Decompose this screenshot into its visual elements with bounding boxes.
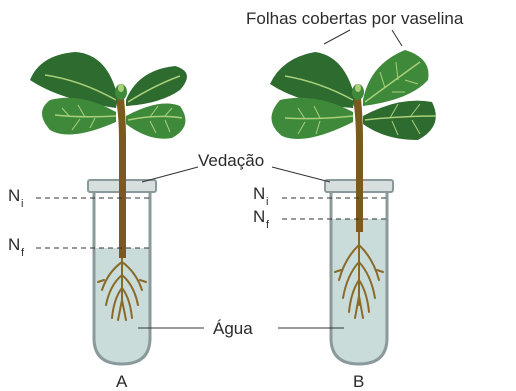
- tube-b-nf-sub: f: [266, 219, 270, 231]
- tube-a-ni-letter: N: [8, 186, 20, 205]
- tube-a-nf-sub: f: [21, 247, 25, 259]
- tube-a-ni-sub: i: [21, 198, 23, 210]
- leaves-pointer-left: [324, 30, 350, 44]
- leaves-coated-label: Folhas cobertas por vaselina: [246, 9, 464, 28]
- leaves-pointer-right: [392, 30, 402, 46]
- tube-b-ni-letter: N: [253, 184, 265, 203]
- tube-a-label: A: [116, 372, 128, 391]
- seal-label: Vedação: [198, 151, 264, 170]
- plant-a-leaves: [30, 52, 187, 139]
- seal-pointer-right: [272, 167, 330, 182]
- water-label: Água: [213, 319, 253, 338]
- seal-pointer-left: [142, 167, 198, 182]
- tube-a-stem: [116, 98, 126, 258]
- tube-a-nf-letter: N: [8, 235, 20, 254]
- plant-b-leaves: [270, 50, 436, 140]
- tube-b-ni-sub: i: [266, 196, 268, 208]
- tube-b-label: B: [353, 372, 364, 391]
- tube-b-stem: [353, 98, 363, 232]
- tube-b-nf-letter: N: [253, 207, 265, 226]
